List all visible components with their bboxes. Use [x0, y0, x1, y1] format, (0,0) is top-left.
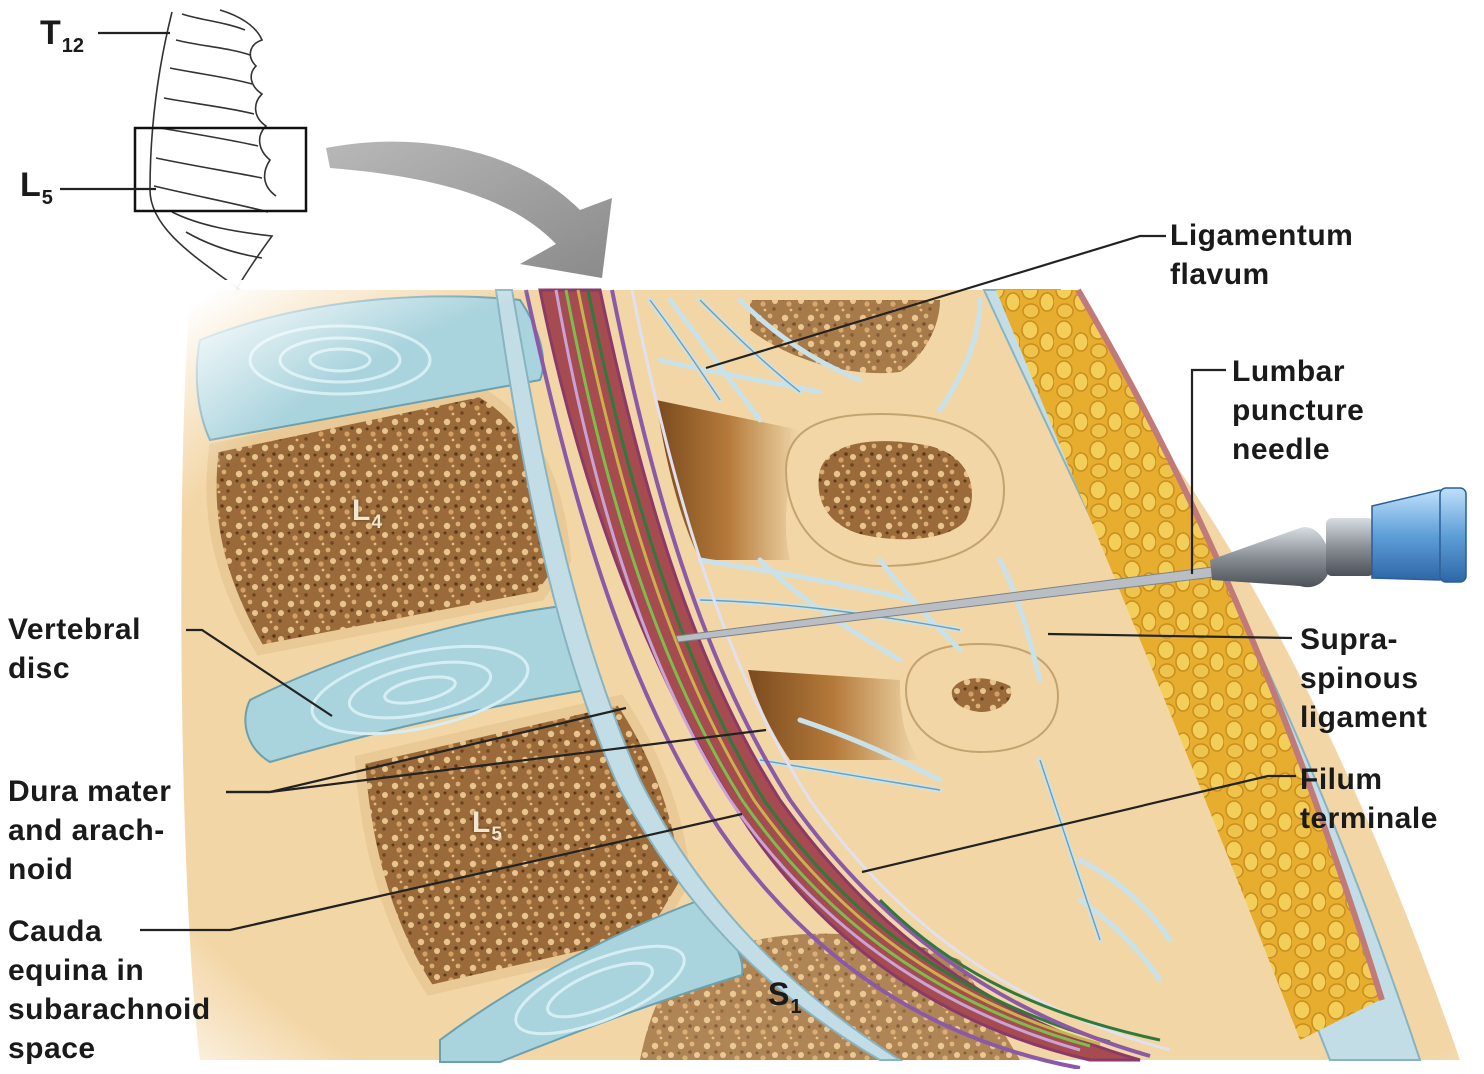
- s1-main: S: [768, 976, 789, 1012]
- l5-vert-sub: 5: [491, 824, 502, 845]
- s1-sub: 1: [790, 996, 801, 1018]
- s1-vertebra-label: S1: [768, 976, 801, 1013]
- l5-vertebra-label: L5: [472, 806, 502, 840]
- l5-level-label: L5: [20, 166, 53, 205]
- t12-main: T: [40, 14, 61, 52]
- vertebral-disc-label: Vertebral disc: [8, 610, 141, 688]
- zoom-arrow: [326, 142, 612, 278]
- t12-sub: 12: [62, 35, 84, 57]
- supraspinous-ligament-label: Supra- spinous ligament: [1300, 620, 1427, 737]
- t12-level-label: T12: [40, 14, 84, 53]
- l5-vert-main: L: [472, 806, 490, 839]
- l4-main: L: [352, 494, 370, 527]
- l4-vertebra-label: L4: [352, 494, 382, 528]
- l5-main: L: [20, 166, 41, 204]
- l4-sub: 4: [371, 512, 382, 533]
- dura-mater-label: Dura mater and arach- noid: [8, 772, 171, 889]
- spine-overview-sketch: [135, 10, 306, 290]
- l5-sub: 5: [42, 187, 53, 209]
- ligamentum-flavum-label: Ligamentum flavum: [1170, 216, 1353, 294]
- filum-terminale-label: Filum terminale: [1300, 760, 1438, 838]
- lumbar-puncture-needle-label: Lumbar puncture needle: [1232, 352, 1364, 469]
- cauda-equina-label: Cauda equina in subarachnoid space: [8, 912, 211, 1068]
